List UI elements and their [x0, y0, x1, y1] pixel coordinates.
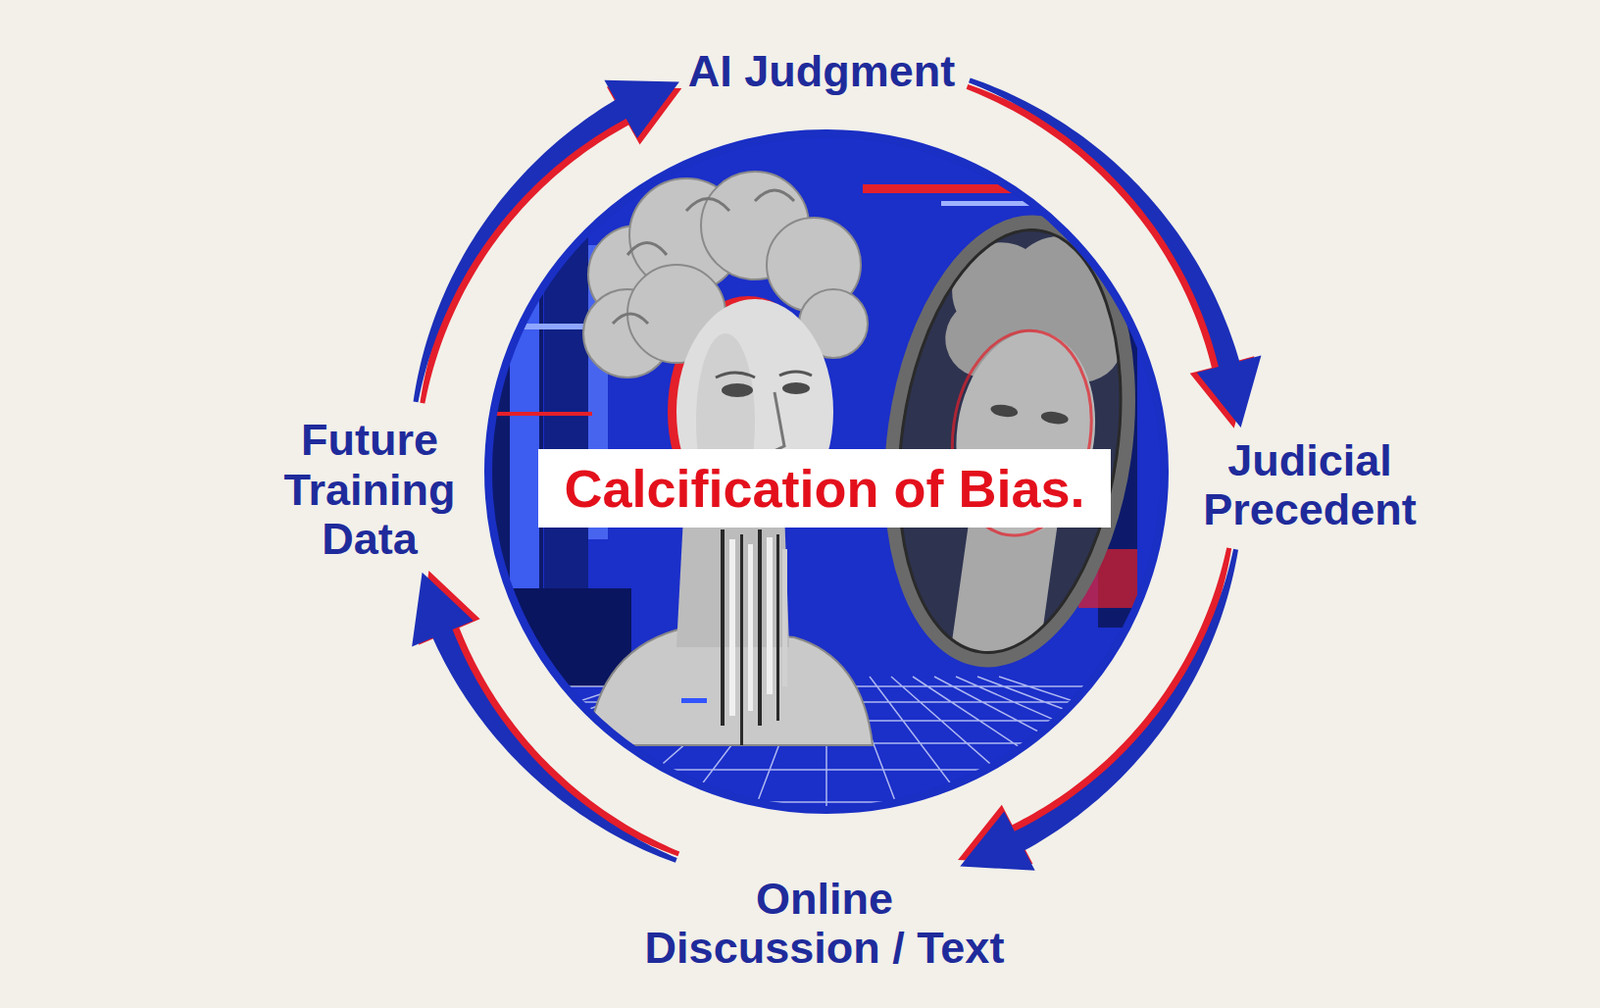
node-text: AI Judgment: [688, 47, 956, 97]
brows: [715, 371, 812, 378]
cycle-step: Online Discussion / Text: [637, 874, 1012, 974]
arrow-body: [968, 77, 1261, 428]
arrow-shadow: [957, 547, 1232, 864]
glitch-streak: [1058, 186, 1118, 194]
cycle-arrow: [966, 77, 1262, 428]
cycle-arrow: [957, 547, 1239, 870]
blue-ground: [470, 117, 1187, 834]
bust-nose: [769, 392, 785, 453]
bust-eye: [721, 383, 753, 398]
mirror: [863, 206, 1155, 681]
mirror-glass: [864, 206, 1155, 676]
arrow-shadow: [419, 86, 682, 403]
cycle-step: AI Judgment: [688, 47, 956, 97]
illustration-ring: [488, 133, 1165, 810]
glitch-stripe: [782, 549, 788, 687]
node-text: Calcification of Bias.: [563, 461, 1085, 515]
bust-eye: [782, 382, 810, 395]
glitch-stripe: [757, 529, 762, 726]
glitch-stripe: [776, 534, 780, 721]
arrow-body: [959, 549, 1239, 871]
node-text: Judicial Precedent: [1182, 436, 1438, 536]
reflected-eye: [990, 402, 1019, 419]
cycle-arrow: [413, 80, 683, 404]
cycle-step: Judicial Precedent: [1182, 436, 1438, 536]
cycle-arrow: [411, 570, 680, 863]
glitch-stripe: [729, 539, 736, 716]
title-banner: Calcification of Bias.: [538, 449, 1110, 528]
glitch-streak: [484, 411, 593, 416]
glitch-streak: [941, 200, 1059, 206]
node-text: Future Training Data: [271, 415, 468, 564]
mirror-frame: [864, 206, 1155, 676]
glitch-stripe: [720, 529, 725, 726]
glitch-band: [509, 215, 540, 589]
glitch-stripe: [740, 534, 744, 746]
arrow-body: [411, 572, 678, 863]
arrow-body: [413, 80, 680, 403]
cycle-step: Future Training Data: [271, 415, 468, 564]
glitch-dash: [681, 698, 707, 703]
reflected-eye: [1040, 409, 1069, 426]
glitch-stripe: [766, 537, 773, 695]
node-text: Online Discussion / Text: [637, 874, 1012, 974]
glitch-stripe: [748, 544, 753, 711]
